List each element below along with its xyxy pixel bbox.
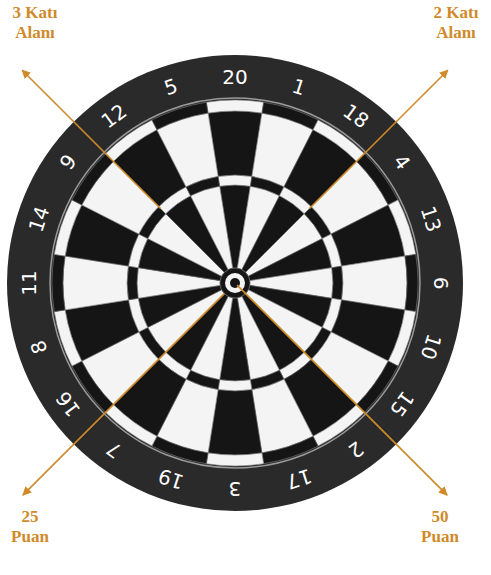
- segment-number: 1: [290, 76, 308, 99]
- segment-number: 6: [431, 277, 451, 290]
- segment-number: 18: [340, 101, 372, 132]
- double-segment: [152, 436, 208, 463]
- number-ring: [7, 55, 463, 511]
- leader-line: [237, 285, 447, 495]
- segment-number: 9: [56, 151, 80, 173]
- zone-label: 3 Katı Alanı: [4, 3, 66, 42]
- points-label: 25 Puan: [2, 507, 58, 546]
- double-segment: [405, 254, 418, 311]
- segment-number: 14: [26, 204, 53, 234]
- double-segment: [206, 100, 263, 113]
- double-segment: [262, 102, 318, 129]
- treble-segment: [218, 175, 252, 186]
- segment-number: 17: [283, 465, 313, 492]
- zone-label: 2 Katı Alanı: [425, 3, 487, 42]
- segment-number: 12: [98, 101, 130, 132]
- double-segment: [388, 200, 415, 256]
- segment-number: 7: [103, 438, 125, 462]
- segment-number: 15: [386, 388, 417, 420]
- treble-segment: [218, 380, 252, 391]
- double-segment: [52, 254, 65, 311]
- double-segment: [206, 453, 263, 466]
- segment-number: 13: [417, 204, 444, 234]
- segment-number: 4: [390, 151, 414, 173]
- segment-number: 19: [156, 465, 186, 492]
- points-label: 50 Puan: [412, 507, 468, 546]
- leader-line: [22, 70, 161, 209]
- segment-number: 2: [345, 438, 367, 462]
- single-segment: [191, 186, 233, 269]
- segment-number: 16: [53, 388, 84, 420]
- treble-segment: [332, 266, 343, 300]
- segment-number: 11: [19, 270, 39, 295]
- segment-number: 20: [222, 67, 247, 87]
- double-segment: [388, 310, 415, 366]
- double-segment: [54, 310, 81, 366]
- double-segment: [152, 102, 208, 129]
- segment-number: 10: [417, 331, 444, 361]
- double-segment: [262, 436, 318, 463]
- leader-line: [23, 294, 225, 496]
- segment-number: 8: [28, 338, 51, 356]
- board-group: [7, 55, 463, 511]
- segment-number: 5: [162, 76, 180, 99]
- leader-line: [309, 70, 448, 209]
- double-segment: [54, 200, 81, 256]
- segment-number: 3: [229, 479, 242, 499]
- treble-segment: [127, 266, 138, 300]
